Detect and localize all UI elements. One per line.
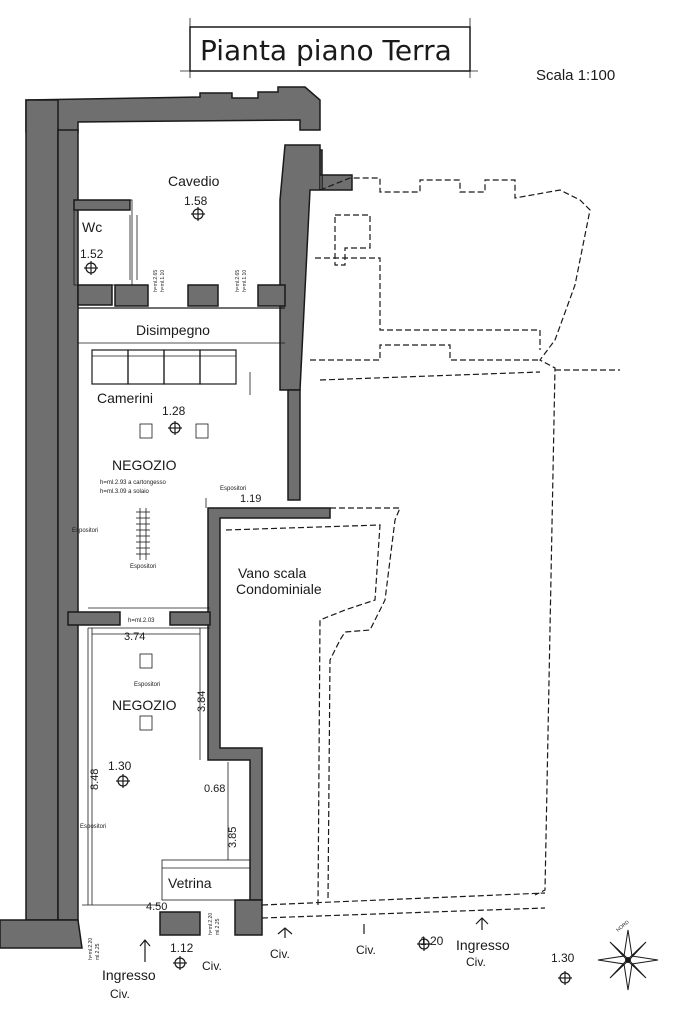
level-camerini: 1.28 [162,404,186,418]
level-wc: 1.52 [80,247,104,261]
note-h-opening: h=ml.2.03 [128,618,155,624]
north-arrow-icon [597,929,659,991]
dimension-6: 3.85 [227,827,239,848]
dashed-outline [225,177,620,919]
room-cavedio: Cavedio [168,173,220,189]
dimension-1: 1.19 [240,493,261,505]
dimension-2: 3.74 [124,631,145,643]
room-disimpegno: Disimpegno [136,322,210,338]
expositor-label-2: Espositori [72,528,98,534]
room-negozio-upper: NEGOZIO [112,457,177,473]
room-camerini: Camerini [97,390,153,406]
note-negozio-h1: h=ml.2.93 a cartongesso [100,480,167,486]
room-negozio-lower: NEGOZIO [112,697,177,713]
room-condominiale: Condominiale [236,581,322,597]
note-h-door2: ml.2.25 [95,943,101,960]
note-h-wc-d: h=ml.1.10 [242,270,248,292]
room-vetrina: Vetrina [168,875,212,891]
entrance-arrow-icons [139,917,489,962]
note-h-wc-a: h=ml.2.65 [153,270,159,292]
ingresso-left-civ: Civ. [110,987,130,1001]
level-marker [84,207,572,985]
civ-label-2: Civ. [270,947,290,961]
expositor-label-3: Espositori [130,564,156,570]
note-h-door4: ml.2.25 [215,918,221,935]
note-h-door1: h=ml.2.20 [88,938,94,960]
note-h-wc-c: h=ml.2.65 [235,270,241,292]
ingresso-right-civ: Civ. [466,955,486,969]
dimension-5: 0.68 [204,783,225,795]
level-ingresso-right: 1.20 [420,934,444,948]
ingresso-left-label: Ingresso [102,967,156,983]
expositor-racks [136,423,209,731]
civ-label-1: Civ. [202,959,222,973]
level-ingresso-left: 1.12 [170,941,194,955]
expositor-label-1: Espositori [220,486,246,492]
level-corner: 1.30 [551,951,575,965]
level-negozio: 1.30 [108,759,132,773]
scale-label: Scala 1:100 [536,67,615,84]
ingresso-right-label: Ingresso [456,937,510,953]
note-h-wc-b: h=ml.1.10 [160,270,166,292]
room-vano-scala: Vano scala [238,565,306,581]
room-wc: Wc [82,219,102,235]
note-negozio-h2: h=ml.3.09 a solaio [100,489,150,495]
dimension-4: 8.48 [89,769,101,790]
civ-label-3: Civ. [356,943,376,957]
note-h-door3: h=ml.2.20 [208,913,214,935]
walls [0,86,353,949]
expositor-label-5: Espositori [80,824,106,830]
plan-title: Pianta piano Terra [200,34,452,67]
dimension-3: 3.84 [196,691,208,712]
dimension-7: 4.50 [146,901,167,913]
inner-lines [73,199,285,906]
expositor-label-4: Espositori [134,682,160,688]
level-cavedio: 1.58 [184,194,208,208]
title-block: Pianta piano Terra [180,18,478,78]
